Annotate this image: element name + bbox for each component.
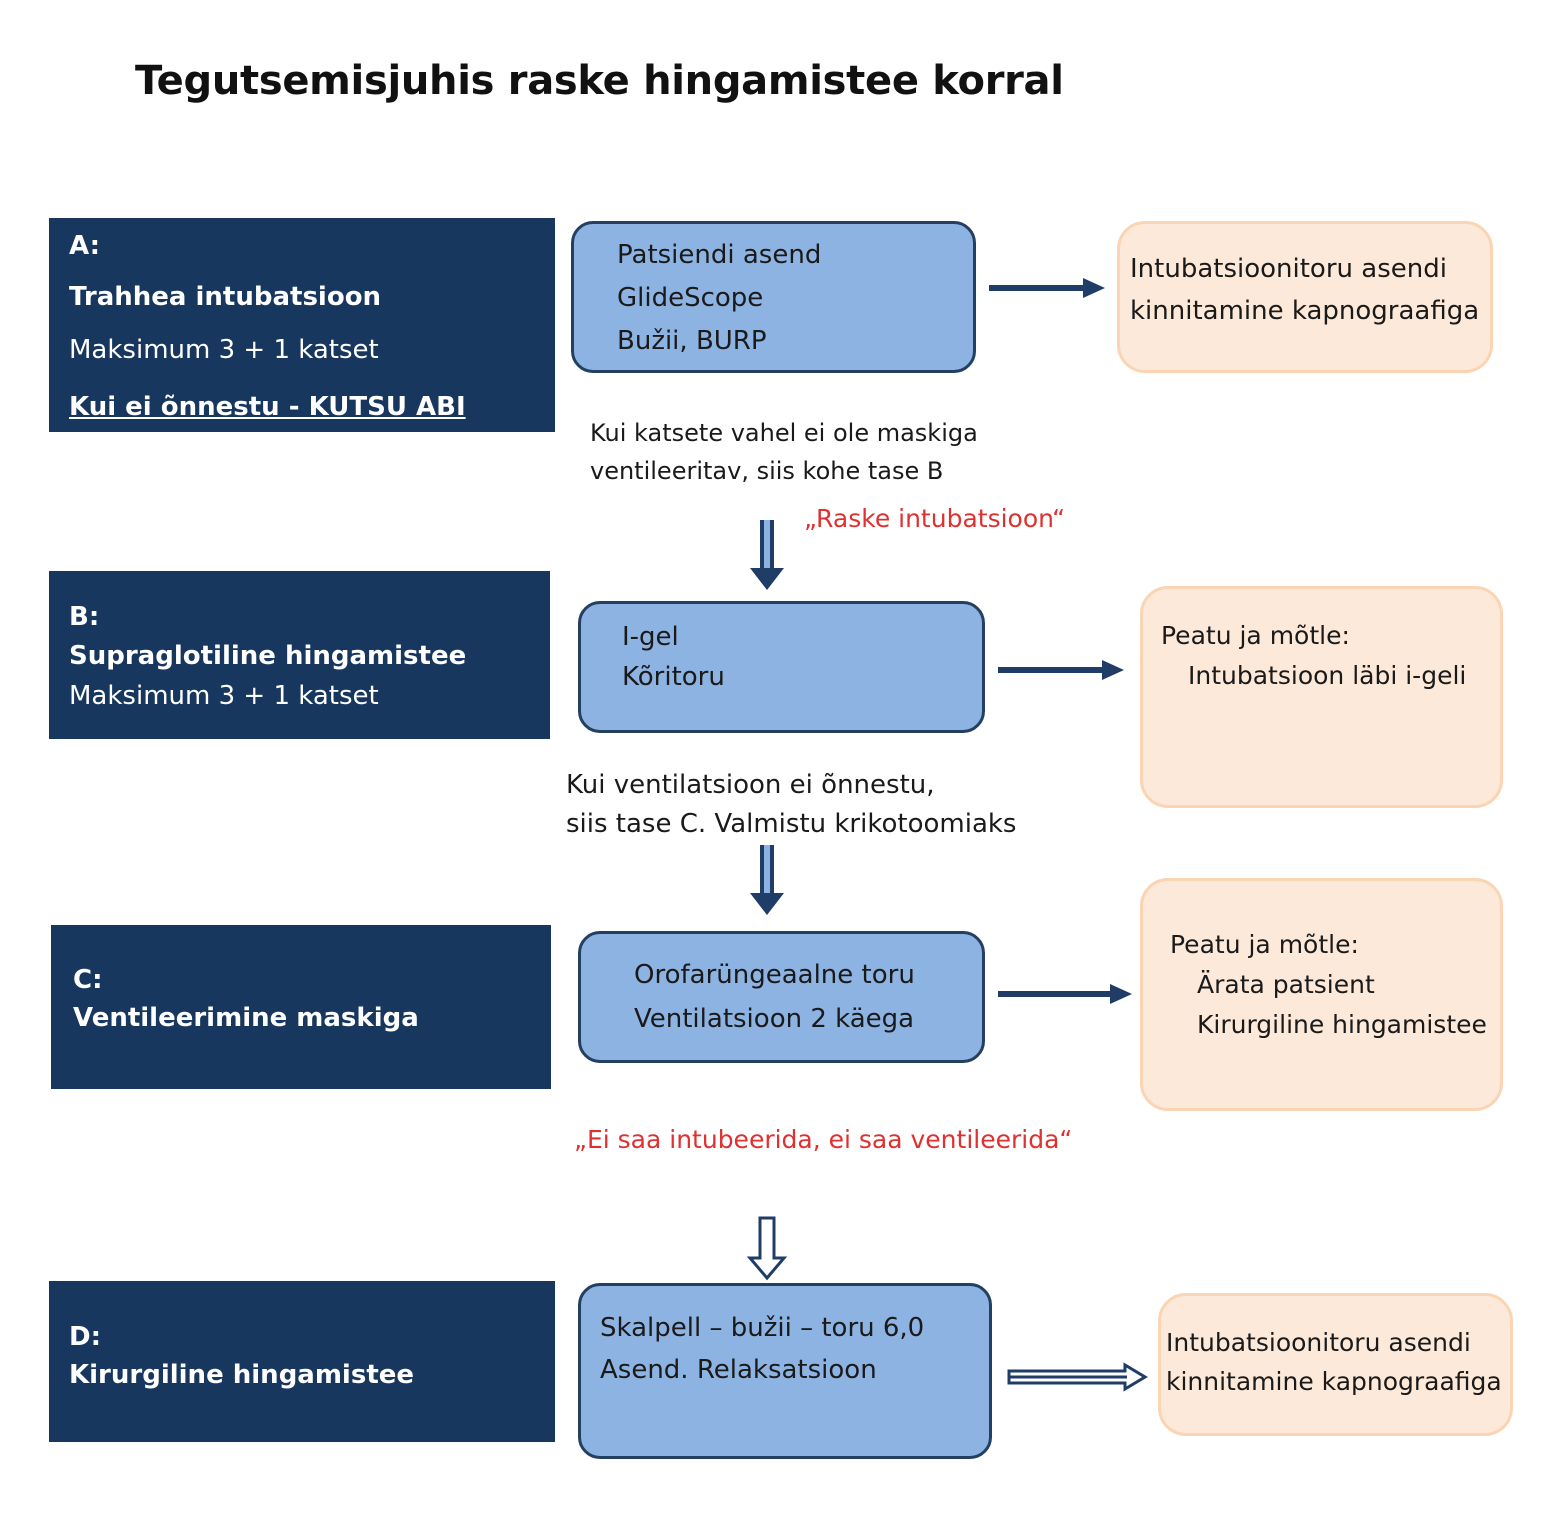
arrow-down-icon: [750, 520, 784, 590]
step-b-item: I-gel: [622, 622, 679, 652]
arrow-right-icon: [998, 984, 1132, 1004]
level-b-box: B: Supraglotiline hingamistee Maksimum 3…: [49, 571, 550, 739]
level-c-code: C:: [73, 965, 103, 995]
step-c-item: Ventilatsioon 2 käega: [634, 1004, 915, 1034]
level-a-box: A: Trahhea intubatsioon Maksimum 3 + 1 k…: [49, 218, 555, 432]
level-c-name: Ventileerimine maskiga: [73, 1003, 419, 1033]
outcome-b-item: Intubatsioon läbi i-geli: [1188, 661, 1467, 690]
level-a-call-help: Kui ei õnnestu - KUTSU ABI: [69, 392, 466, 422]
outcome-c-item: Kirurgiline hingamistee: [1197, 1010, 1487, 1039]
outcome-a-line: Intubatsioonitoru asendi: [1130, 254, 1447, 284]
step-b-box: I-gel Kõritoru: [578, 601, 985, 733]
outcome-c-box: Peatu ja mõtle: Ärata patsient Kirurgili…: [1140, 878, 1503, 1111]
level-b-limit: Maksimum 3 + 1 katset: [69, 681, 379, 711]
step-d-box: Skalpell – bužii – toru 6,0 Asend. Relak…: [578, 1283, 992, 1459]
outcome-b-heading: Peatu ja mõtle:: [1161, 621, 1350, 650]
warning-difficult-intubation: „Raske intubatsioon“: [804, 504, 1066, 533]
step-b-item: Kõritoru: [622, 662, 725, 692]
level-d-name: Kirurgiline hingamistee: [69, 1360, 415, 1390]
step-a-item: GlideScope: [617, 283, 764, 313]
step-d-item: Skalpell – bužii – toru 6,0: [600, 1313, 925, 1343]
step-c-item: Orofarüngeaalne toru: [634, 960, 915, 990]
outcome-c-heading: Peatu ja mõtle:: [1170, 930, 1359, 959]
transition-b-c-note: siis tase C. Valmistu krikotoomiaks: [566, 809, 1017, 839]
step-a-item: Patsiendi asend: [617, 240, 822, 270]
arrow-right-icon: [998, 660, 1124, 680]
step-a-box: Patsiendi asend GlideScope Bužii, BURP: [571, 221, 976, 373]
level-a-name: Trahhea intubatsioon: [69, 282, 382, 312]
outcome-d-box: Intubatsioonitoru asendi kinnitamine kap…: [1158, 1293, 1513, 1436]
step-d-item: Asend. Relaksatsioon: [600, 1355, 877, 1385]
arrow-down-icon: [750, 845, 784, 915]
level-b-code: B:: [69, 602, 100, 632]
level-d-code: D:: [69, 1322, 101, 1352]
step-a-item: Bužii, BURP: [617, 326, 767, 356]
outcome-a-box: Intubatsioonitoru asendi kinnitamine kap…: [1117, 221, 1493, 373]
level-c-box: C: Ventileerimine maskiga: [51, 925, 551, 1089]
arrow-right-icon: [989, 278, 1105, 298]
step-c-box: Orofarüngeaalne toru Ventilatsioon 2 käe…: [578, 931, 985, 1063]
transition-b-c-note: Kui ventilatsioon ei õnnestu,: [566, 770, 935, 800]
outcome-c-item: Ärata patsient: [1197, 970, 1375, 999]
double-arrow-right-icon: [1007, 1362, 1148, 1392]
warning-cannot-intubate-ventilate: „Ei saa intubeerida, ei saa ventileerida…: [574, 1125, 1073, 1154]
arrow-down-outline-icon: [746, 1216, 788, 1281]
outcome-a-line: kinnitamine kapnograafiga: [1130, 296, 1480, 326]
transition-a-b-note: ventileeritav, siis kohe tase B: [590, 457, 944, 485]
level-d-box: D: Kirurgiline hingamistee: [49, 1281, 555, 1442]
outcome-b-box: Peatu ja mõtle: Intubatsioon läbi i-geli: [1140, 586, 1503, 808]
level-a-limit: Maksimum 3 + 1 katset: [69, 335, 379, 365]
transition-a-b-note: Kui katsete vahel ei ole maskiga: [590, 419, 978, 447]
page-title: Tegutsemisjuhis raske hingamistee korral: [135, 58, 1064, 104]
outcome-d-line: Intubatsioonitoru asendi: [1166, 1328, 1471, 1357]
level-a-code: A:: [69, 231, 101, 261]
level-b-name: Supraglotiline hingamistee: [69, 641, 467, 671]
outcome-d-line: kinnitamine kapnograafiga: [1166, 1367, 1502, 1396]
